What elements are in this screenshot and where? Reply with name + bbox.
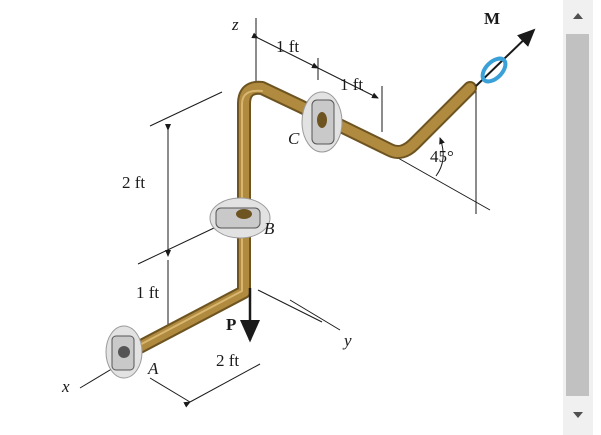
label-y-axis: y [342,331,352,350]
label-dim-top-right: 1 ft [340,75,363,94]
triangle-down-icon [573,412,583,418]
label-moment-m: M [484,9,500,28]
moment-m [475,28,536,87]
vertical-scrollbar[interactable] [563,0,593,435]
pipe-shadow [123,80,477,359]
bearing-a [105,325,143,379]
pipe-highlight [131,89,263,350]
label-angle: 45° [430,147,454,166]
label-dim-bottom: 2 ft [216,351,239,370]
scrollbar-thumb[interactable] [566,34,589,396]
label-dim-lower-vertical: 1 ft [136,283,159,302]
pipe-assembly-figure: z x y 1 ft 1 ft 2 ft 1 ft 2 ft 45° A B C… [61,9,536,408]
label-z-axis: z [231,15,239,34]
pipe [123,80,477,359]
label-x-axis: x [61,377,70,396]
moment-m-arrow [475,28,536,87]
bearing-c [301,91,343,153]
label-force-p: P [226,315,236,334]
pipe-body [125,82,475,357]
triangle-up-icon [573,13,583,19]
label-dim-top-left: 1 ft [276,37,299,56]
moment-rotation-icon [480,56,508,84]
label-support-b: B [264,219,275,238]
label-dim-vertical: 2 ft [122,173,145,192]
dimension-lines [137,32,491,408]
label-support-c: C [288,129,300,148]
label-support-a: A [147,359,159,378]
scroll-up-button[interactable] [563,2,593,30]
scroll-down-button[interactable] [563,401,593,429]
y-axis-line [289,299,341,331]
bearing-b [209,197,271,239]
